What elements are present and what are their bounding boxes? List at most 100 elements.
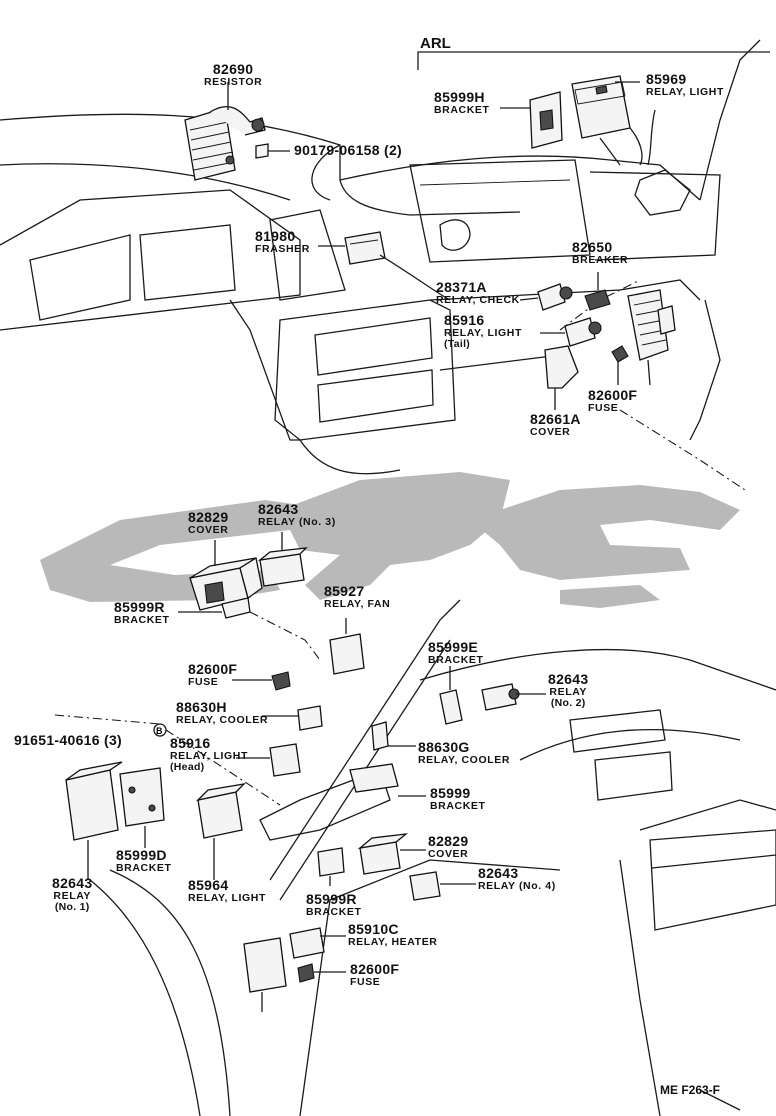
part-name: RELAY, COOLER bbox=[418, 753, 511, 766]
part-number: 85916 bbox=[170, 735, 211, 751]
relay-no4-82643 bbox=[409, 871, 476, 901]
fuse-82600f-bottom bbox=[297, 963, 346, 983]
part-name: RELAY, LIGHT bbox=[444, 326, 522, 339]
part-number: 85999E bbox=[428, 639, 479, 655]
part-name: COVER bbox=[188, 523, 229, 536]
part-name: RELAY bbox=[53, 889, 92, 902]
resistor-82690 bbox=[184, 82, 266, 181]
relay-fan-85927 bbox=[329, 618, 365, 675]
callout-91651: 91651-40616 (3) bbox=[14, 733, 122, 750]
bracket-85999d bbox=[119, 767, 165, 848]
part-name: RELAY bbox=[549, 685, 588, 698]
bracket-85999r-lower bbox=[317, 847, 345, 886]
relay-check-28371a bbox=[519, 283, 573, 311]
relay-light-85969 bbox=[571, 75, 656, 166]
part-name: RELAY (No. 3) bbox=[258, 515, 336, 528]
part-name: RESISTOR bbox=[204, 75, 263, 88]
upper-dashboard bbox=[0, 39, 761, 491]
relay-head-85916 bbox=[236, 743, 301, 777]
part-name: COVER bbox=[530, 425, 571, 438]
bracket-85999 bbox=[349, 763, 426, 797]
svg-text:B: B bbox=[156, 726, 163, 736]
part-qualifier: (Tail) bbox=[444, 337, 471, 350]
part-name: RELAY, LIGHT bbox=[170, 749, 248, 762]
part-number: 82829 bbox=[428, 833, 469, 849]
part-name: FUSE bbox=[350, 975, 381, 988]
part-number: 85910C bbox=[348, 921, 399, 937]
part-name: RELAY, LIGHT bbox=[188, 891, 266, 904]
part-number: 82600F bbox=[350, 961, 400, 977]
bracket-85999e bbox=[439, 666, 463, 725]
part-number: 82661A bbox=[530, 411, 581, 427]
part-number: 90179-06158 (2) bbox=[294, 142, 403, 158]
part-name: BREAKER bbox=[572, 253, 629, 266]
part-number: 88630H bbox=[176, 699, 227, 715]
part-qualifier: (Head) bbox=[170, 760, 205, 773]
part-name: BRACKET bbox=[434, 103, 490, 116]
part-name: RELAY, FAN bbox=[324, 597, 391, 610]
fuse-82600f-top bbox=[611, 345, 629, 385]
part-qualifier: (No. 1) bbox=[54, 900, 90, 913]
relay-tail-85916 bbox=[540, 317, 602, 347]
relay-heater-85910c bbox=[243, 927, 346, 1012]
part-number: 82643 bbox=[258, 501, 299, 517]
arl-bracket-line bbox=[417, 51, 770, 70]
part-number: 91651-40616 (3) bbox=[14, 732, 123, 748]
screw-90179 bbox=[255, 143, 290, 159]
callout-90179: 90179-06158 (2) bbox=[294, 143, 402, 160]
relay-no1-82643 bbox=[65, 761, 123, 880]
part-number: 85999R bbox=[306, 891, 357, 907]
part-name: COVER bbox=[428, 847, 469, 860]
part-number: 85927 bbox=[324, 583, 365, 599]
relay-no2-82643 bbox=[481, 683, 546, 711]
fuse-box bbox=[627, 289, 676, 386]
part-number: 88630G bbox=[418, 739, 470, 755]
part-name: RELAY, HEATER bbox=[348, 935, 438, 948]
bracket-85999h bbox=[500, 91, 563, 149]
part-number: 28371A bbox=[436, 279, 487, 295]
cover-82661a bbox=[544, 345, 579, 410]
part-number: 82829 bbox=[188, 509, 229, 525]
part-number: 82643 bbox=[478, 865, 519, 881]
part-number: 85916 bbox=[444, 312, 485, 328]
page-code: ME F263-F bbox=[660, 1083, 721, 1097]
breaker-82650 bbox=[584, 272, 611, 311]
part-number: 85999H bbox=[434, 89, 485, 105]
part-number: 82600F bbox=[188, 661, 238, 677]
relay-no3 bbox=[257, 532, 308, 587]
relay-light-85964 bbox=[195, 783, 246, 880]
cover-82829-lower bbox=[357, 833, 426, 875]
relay-cooler-88630g bbox=[371, 721, 416, 751]
relay-cooler-88630h bbox=[262, 705, 323, 731]
part-name: RELAY, CHECK bbox=[436, 293, 520, 306]
part-number: 85999R bbox=[114, 599, 165, 615]
part-name: BRACKET bbox=[114, 613, 170, 626]
part-name: RELAY, COOLER bbox=[176, 713, 269, 726]
bracket-85999r-upper bbox=[178, 597, 321, 661]
part-number: 85969 bbox=[646, 71, 687, 87]
variant-tag: ARL bbox=[420, 35, 451, 52]
part-name: RELAY, LIGHT bbox=[646, 85, 724, 98]
part-number: 85999D bbox=[116, 847, 167, 863]
part-name: RELAY (No. 4) bbox=[478, 879, 556, 892]
